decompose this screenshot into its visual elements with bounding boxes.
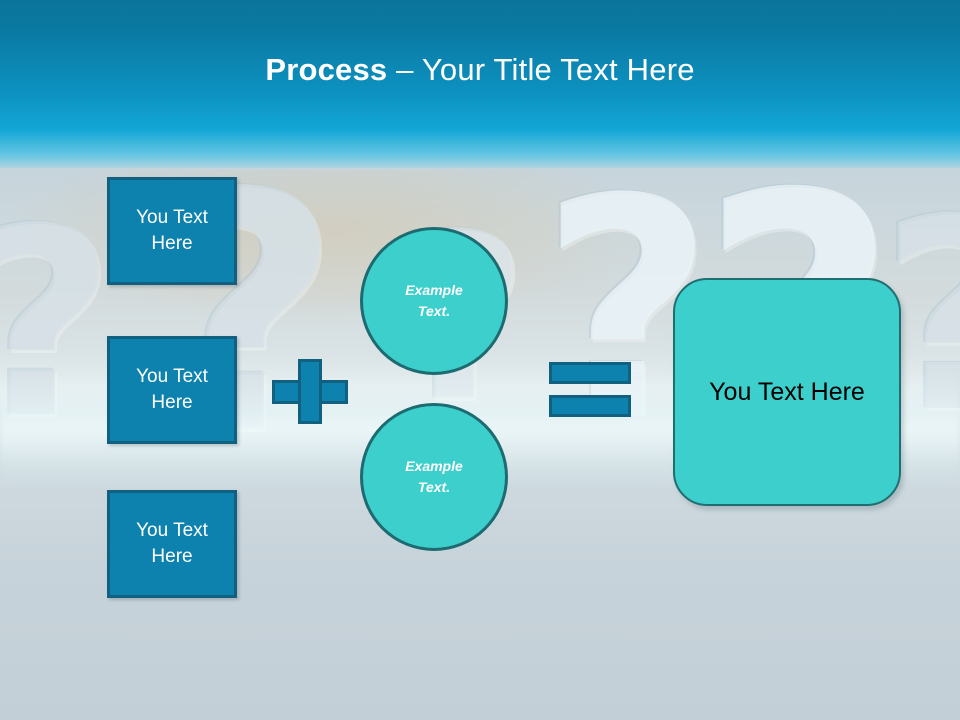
background-sky-gradient bbox=[0, 0, 960, 175]
equals-top-bar bbox=[549, 362, 631, 384]
result-box[interactable]: You Text Here bbox=[673, 278, 901, 506]
plus-center-fill bbox=[301, 383, 319, 401]
page-title-rest: – Your Title Text Here bbox=[387, 52, 695, 87]
page-title: Process – Your Title Text Here bbox=[0, 52, 960, 88]
plus-icon bbox=[272, 359, 348, 424]
page-title-strong: Process bbox=[265, 52, 388, 87]
equals-bottom-bar bbox=[549, 395, 631, 417]
equals-icon bbox=[549, 362, 631, 420]
